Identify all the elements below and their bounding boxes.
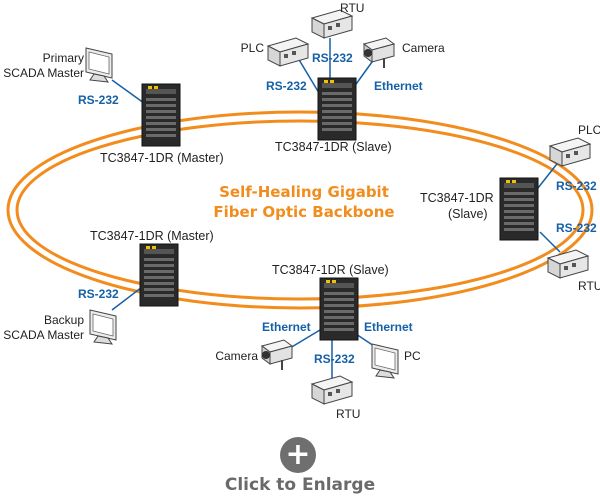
network-diagram: Self-Healing Gigabit Fiber Optic Backbon… — [3, 1, 600, 421]
cable-plc-right — [537, 159, 561, 189]
rtu-right-label: RTU — [578, 279, 600, 293]
monitor-icon-pc — [371, 343, 399, 379]
switch-label-top-center: TC3847-1DR (Slave) — [275, 140, 392, 154]
click-to-enlarge-link[interactable]: Click to Enlarge — [224, 475, 376, 495]
switch-top-center — [317, 77, 357, 141]
monitor-icon-primary — [85, 47, 113, 83]
plc-top-label: PLC — [241, 41, 265, 55]
link-rs232-rtu-bottom: RS-232 — [314, 352, 355, 366]
camera-bottom-label: Camera — [215, 349, 258, 363]
ring-title-line2: Fiber Optic Backbone — [213, 203, 394, 221]
fiber-ring-inner — [15, 119, 585, 301]
primary-label-1: Primary — [43, 51, 84, 65]
cable-camera-bottom — [289, 329, 321, 349]
rtu-icon-right — [547, 249, 589, 279]
switch-label-top-left: TC3847-1DR (Master) — [100, 151, 224, 165]
switch-label-bottom-left: TC3847-1DR (Master) — [90, 229, 214, 243]
primary-label-2: SCADA Master — [3, 66, 84, 80]
link-ethernet-camera-bottom: Ethernet — [262, 320, 311, 334]
switch-top-left — [141, 83, 181, 147]
plc-icon-right — [549, 137, 591, 167]
camera-icon-top — [363, 37, 395, 69]
link-ethernet-pc-bottom: Ethernet — [364, 320, 413, 334]
backup-label-2: SCADA Master — [3, 328, 84, 342]
backup-label-1: Backup — [44, 313, 84, 327]
switch-bottom-center — [319, 277, 359, 341]
rtu-bottom-label: RTU — [336, 407, 360, 421]
switch-label-right-2: (Slave) — [448, 207, 488, 221]
rtu-icon-bottom — [311, 375, 353, 405]
fiber-ring-outer — [6, 110, 594, 310]
link-rs232-primary: RS-232 — [78, 93, 119, 107]
enlarge-plus-icon[interactable]: + — [280, 437, 316, 473]
ring-title-line1: Self-Healing Gigabit — [219, 183, 389, 201]
switch-right — [499, 177, 539, 241]
link-rs232-plc-right: RS-232 — [556, 179, 597, 193]
link-rs232-rtu-right: RS-232 — [556, 221, 597, 235]
link-rs232-rtu-top: RS-232 — [312, 51, 353, 65]
switch-bottom-left — [139, 243, 179, 307]
monitor-icon-backup — [89, 309, 117, 345]
link-rs232-backup: RS-232 — [78, 287, 119, 301]
pc-bottom-label: PC — [404, 349, 421, 363]
link-ethernet-camera-top: Ethernet — [374, 79, 423, 93]
camera-top-label: Camera — [402, 41, 445, 55]
cable-rtu-right — [539, 231, 561, 253]
rtu-top-label: RTU — [340, 1, 364, 15]
link-rs232-plc-top: RS-232 — [266, 79, 307, 93]
plc-right-label: PLC — [578, 123, 600, 137]
switch-label-bottom-center: TC3847-1DR (Slave) — [272, 263, 389, 277]
plc-icon-top — [267, 37, 309, 67]
switch-label-right-1: TC3847-1DR — [420, 191, 494, 205]
camera-icon-bottom — [261, 339, 293, 371]
